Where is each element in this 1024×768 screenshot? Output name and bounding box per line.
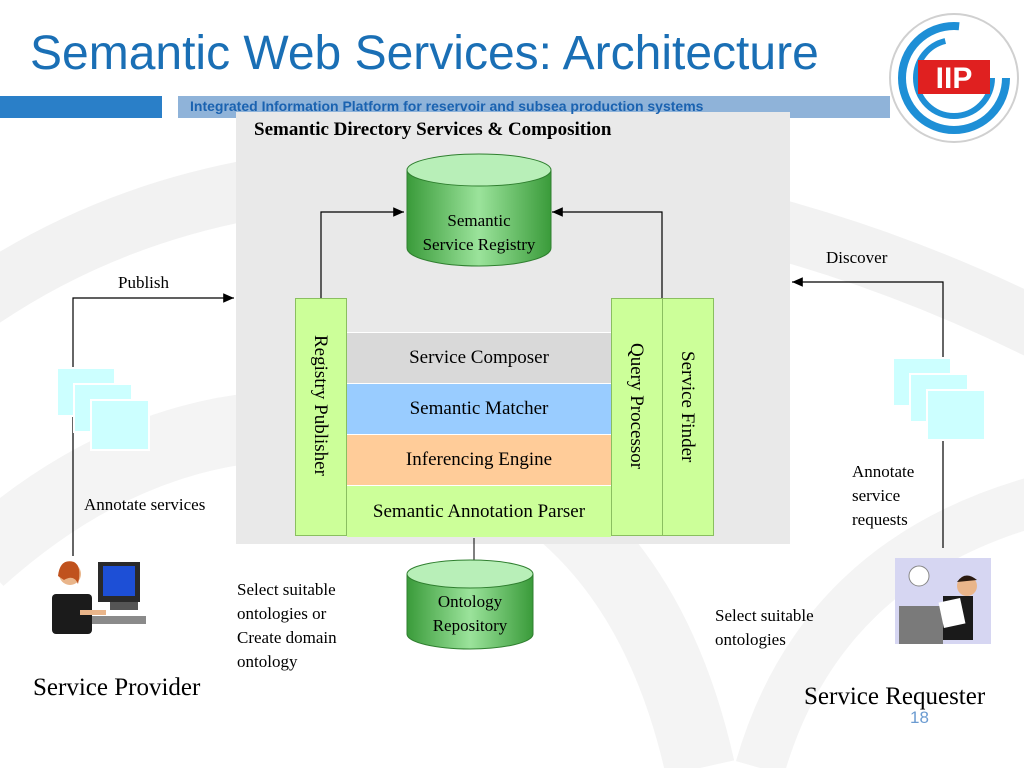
select-right-line1: Select suitable [715,606,814,625]
select-ontologies-left: Select suitable ontologies or Create dom… [237,578,337,674]
semantic-annotation-parser-layer: Semantic Annotation Parser [347,485,611,537]
service-requester-label: Service Requester [804,683,986,710]
inferencing-engine-layer: Inferencing Engine [347,434,611,485]
select-left-line4: ontology [237,652,298,671]
semantic-service-registry-cylinder [406,153,552,267]
service-provider-label: Service Provider [33,674,201,701]
ontology-label-line1: Ontology [437,592,503,611]
select-left-line1: Select suitable [237,580,336,599]
request-documents-icon [892,357,986,441]
service-finder-label: Service Finder [677,351,698,463]
registry-label: Semantic Service Registry [405,209,553,257]
annotate-requests-line3: requests [852,510,908,529]
annotate-services-label: Annotate services [84,495,206,514]
svg-text:IIP: IIP [936,62,973,95]
page-number: 18 [910,708,929,727]
select-left-line2: ontologies or [237,604,327,623]
iip-logo: IIP [889,13,1019,143]
ontology-label: Ontology Repository [405,590,535,638]
registry-publisher-box: Registry Publisher [295,298,347,536]
query-processor-label: Query Processor [626,343,647,470]
semantic-matcher-layer: Semantic Matcher [347,383,611,434]
discover-label: Discover [826,248,888,267]
registry-label-line1: Semantic [447,211,511,230]
service-documents-icon [56,367,150,451]
registry-label-line2: Service Registry [422,235,536,254]
select-ontologies-right: Select suitable ontologies [715,604,814,652]
header-bar-left [0,96,162,118]
query-processor-box: Query Processor [611,298,663,536]
page-title: Semantic Web Services: Architecture [30,27,819,80]
annotate-requests-label: Annotate service requests [852,460,914,532]
registry-publisher-label: Registry Publisher [310,335,331,476]
service-composer-layer: Service Composer [347,332,611,383]
ontology-repository-cylinder [406,559,534,650]
select-left-line3: Create domain [237,628,337,647]
annotate-requests-line1: Annotate [852,462,915,481]
page-subtitle: Integrated Information Platform for rese… [190,98,704,114]
service-finder-box: Service Finder [662,298,714,536]
panel-title: Semantic Directory Services & Compositio… [254,119,612,140]
service-provider-clipart-icon [52,561,146,634]
select-right-line2: ontologies [715,630,786,649]
publish-label: Publish [118,273,170,292]
service-requester-clipart-icon [895,558,991,644]
annotate-requests-line2: service [852,486,901,505]
ontology-label-line2: Repository [432,616,508,635]
